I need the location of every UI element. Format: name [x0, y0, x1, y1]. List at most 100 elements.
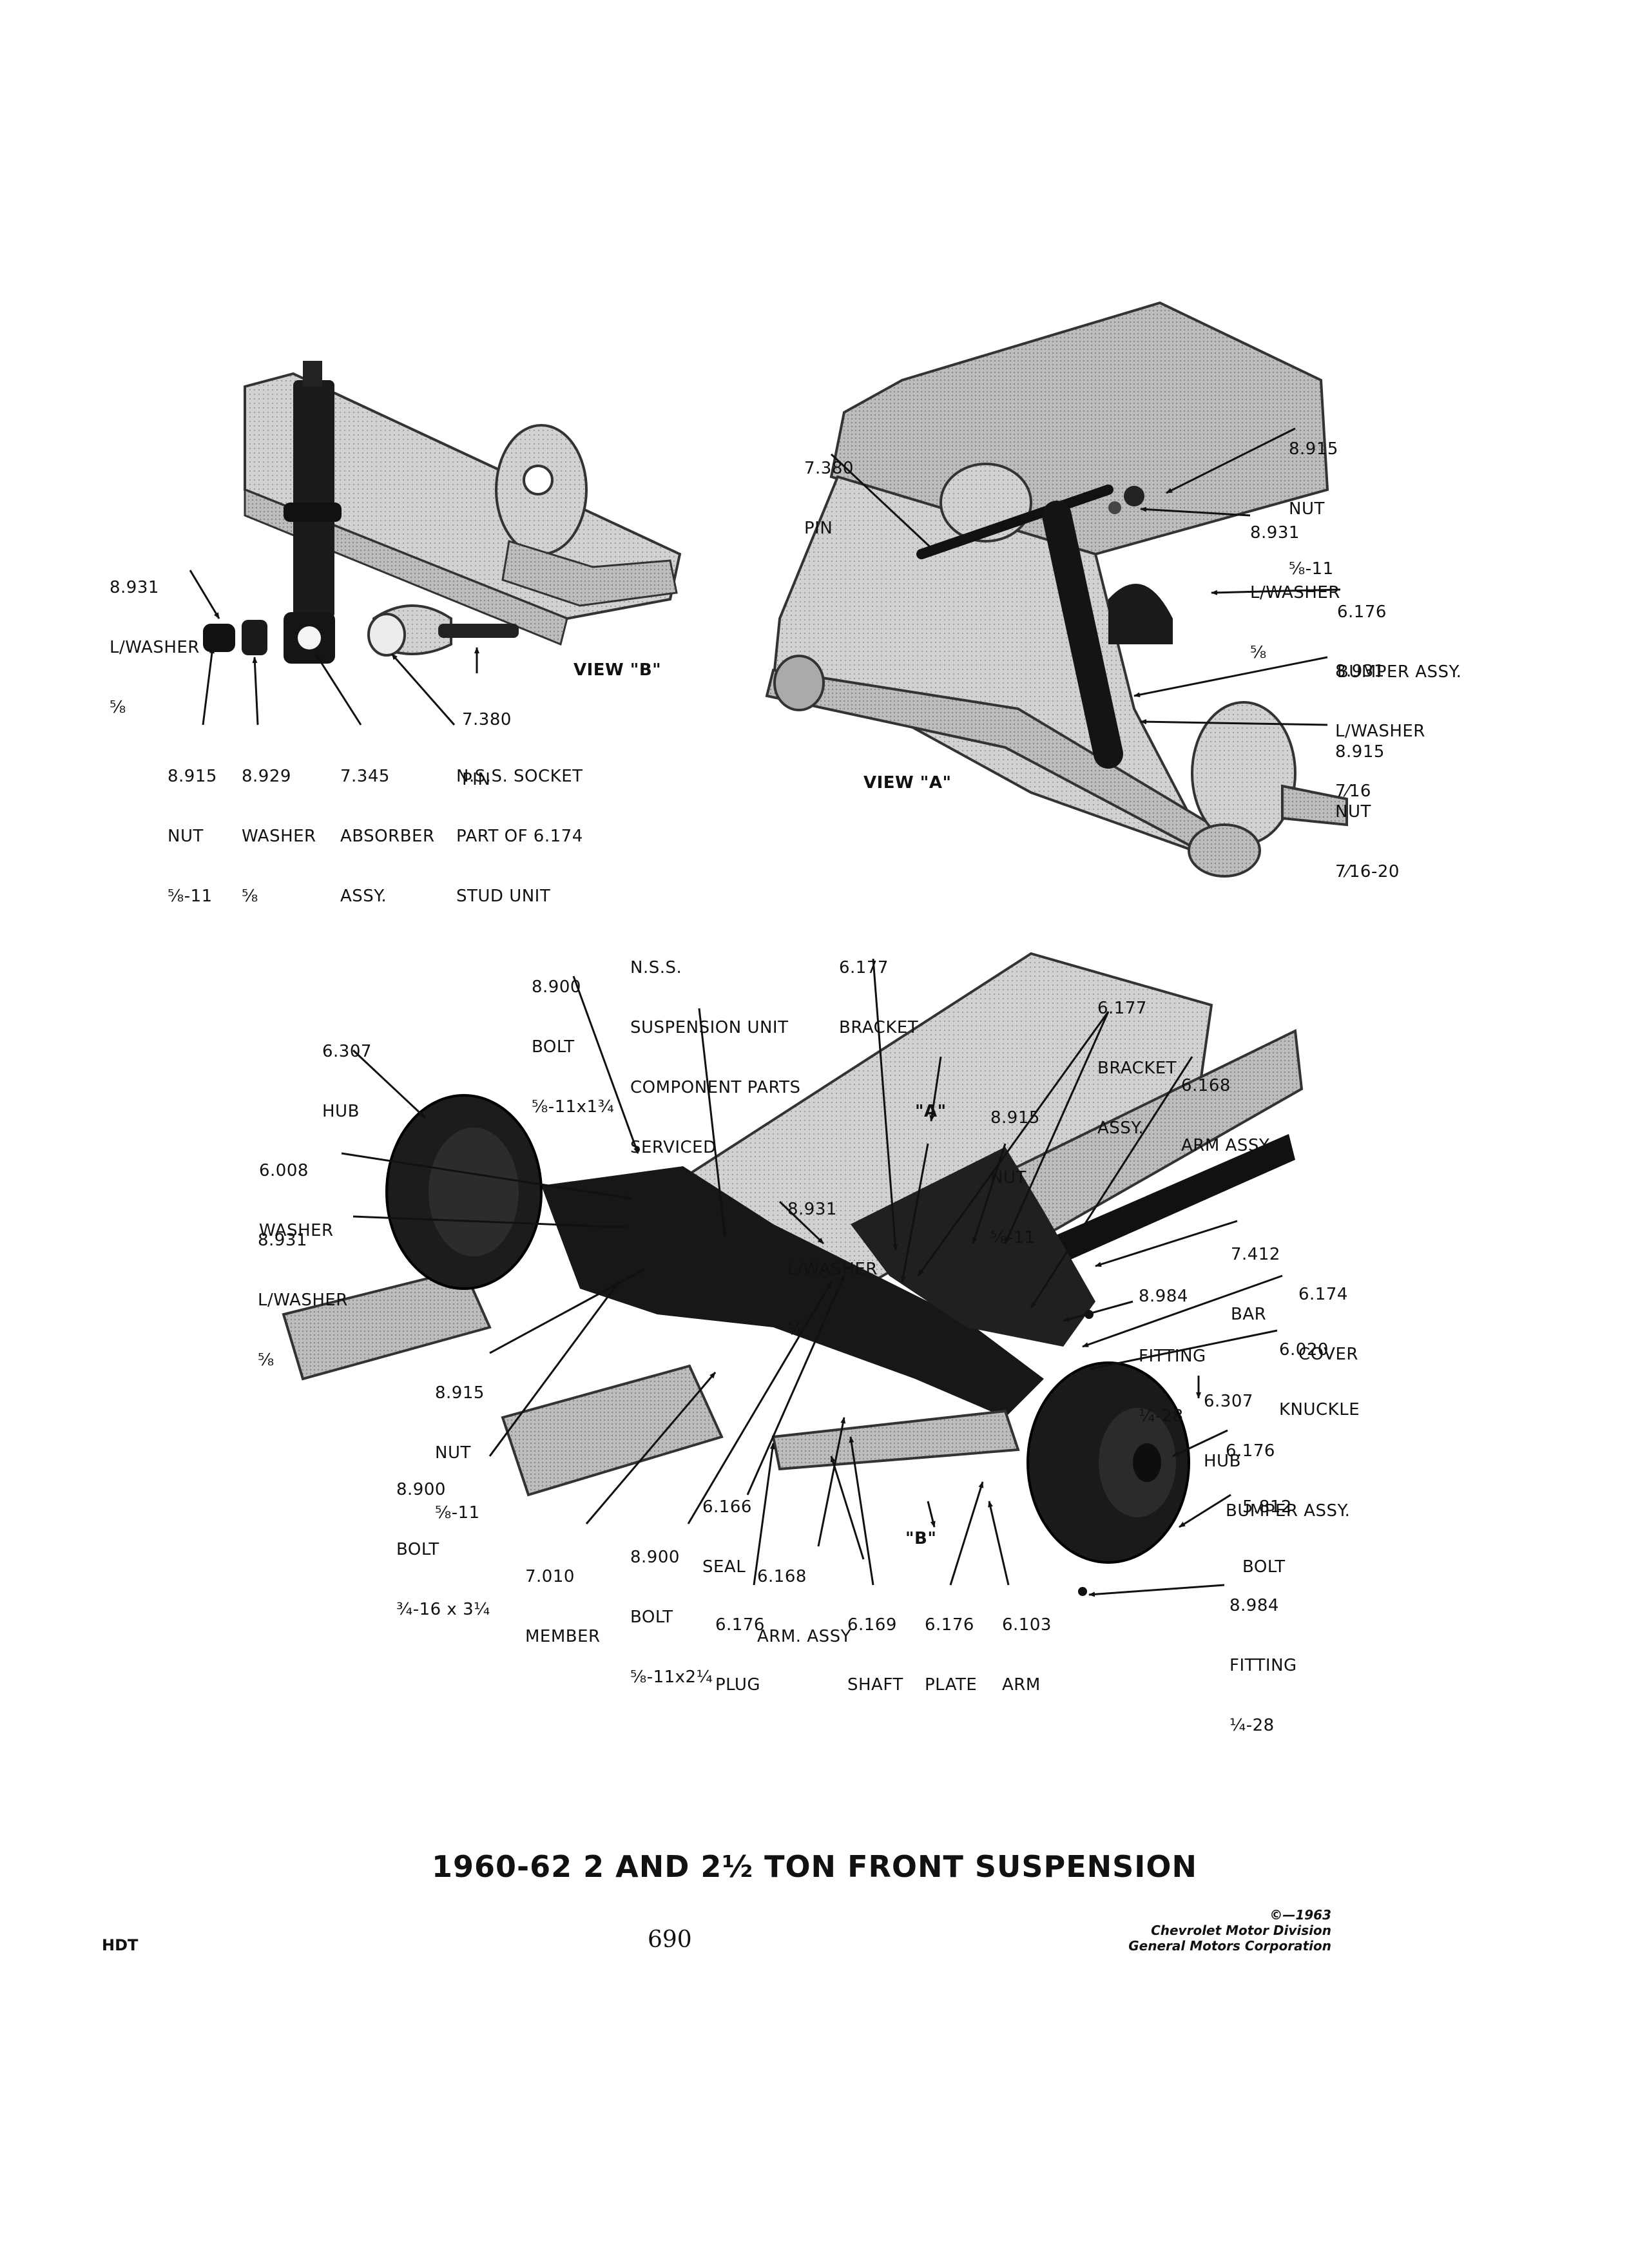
- label-6-177-bracket-assy: 6.177 BRACKET ASSY.: [1097, 959, 1177, 1178]
- part-name: PART OF 6.174: [456, 827, 583, 846]
- part-name: ARM: [1002, 1675, 1041, 1695]
- leader-lines: [189, 427, 1341, 1597]
- part-name: PLUG: [715, 1675, 761, 1695]
- part-name: COVER: [1298, 1345, 1358, 1364]
- label-8-929-washer: 8.929 WASHER ⅝: [242, 727, 316, 947]
- part-name-cont: ASSY.: [1097, 1119, 1144, 1138]
- label-8-984-fitting-top: 8.984 FITTING ¼-28: [1139, 1247, 1206, 1466]
- part-number: 6.177: [839, 958, 889, 977]
- part-size: ⅝: [1250, 643, 1267, 662]
- part-number: 6.168: [1181, 1076, 1231, 1095]
- part-number: 8.984: [1229, 1596, 1279, 1615]
- marker-a: "A": [915, 1102, 947, 1121]
- label-8-984-fitting-bottom: 8.984 FITTING ¼-28: [1229, 1556, 1297, 1776]
- marker-b: "B": [905, 1529, 937, 1548]
- label-6-166-seal: 6.166 SEAL: [702, 1457, 752, 1617]
- label-8-931-lwasher-view-b: 8.931 L/WASHER ⅝: [110, 538, 200, 758]
- part-name-cont: STUD UNIT: [456, 887, 551, 906]
- part-number: N.S.S. SOCKET: [456, 767, 583, 786]
- part-size: ⅝-11: [435, 1503, 480, 1523]
- part-number: 7.380: [462, 710, 512, 729]
- part-name: L/WASHER: [110, 638, 200, 657]
- part-name: SUSPENSION UNIT: [630, 1018, 789, 1037]
- copyright-corporation: General Motors Corporation: [1128, 1938, 1331, 1954]
- part-name: BOLT: [396, 1540, 439, 1559]
- part-name: L/WASHER: [787, 1260, 878, 1279]
- part-name-cont: ASSY.: [340, 887, 387, 906]
- part-name: L/WASHER: [1250, 583, 1340, 602]
- part-name: SHAFT: [847, 1675, 903, 1695]
- copyright-year: ©—1963: [1269, 1907, 1331, 1923]
- part-name: ARM ASSY: [1181, 1136, 1270, 1155]
- part-number: 8.915: [1289, 439, 1338, 459]
- part-size: ⅝-11x1¾: [532, 1097, 615, 1117]
- view-a-caption: VIEW "A": [863, 773, 952, 793]
- label-6-008-washer: 6.008 WASHER: [259, 1121, 334, 1281]
- part-name: MEMBER: [525, 1627, 601, 1646]
- part-size: ⅝-11x2¼: [630, 1667, 713, 1687]
- part-name: L/WASHER: [1335, 722, 1425, 741]
- label-6-307-hub-left: 6.307 HUB: [322, 1002, 372, 1162]
- part-number: 8.931: [258, 1231, 307, 1250]
- part-name: PIN: [462, 770, 491, 789]
- part-number: 6.174: [1298, 1285, 1348, 1304]
- part-number: 7.412: [1231, 1245, 1280, 1264]
- part-name: ABSORBER: [340, 827, 435, 846]
- part-name: BOLT: [630, 1608, 673, 1627]
- label-nss-socket: N.S.S. SOCKET PART OF 6.174 STUD UNIT: [456, 727, 583, 947]
- label-8-931-lwasher-view-a: 8.931 L/WASHER ⅝: [1250, 483, 1340, 703]
- part-number: 8.900: [532, 977, 581, 997]
- label-8-931-lwasher-mid: 8.931 L/WASHER ⅝: [787, 1160, 878, 1379]
- part-size: 7⁄16: [1335, 782, 1371, 801]
- part-name: NUT: [1335, 802, 1371, 822]
- part-name: PLATE: [925, 1675, 978, 1695]
- part-name: ARM. ASSY: [757, 1627, 851, 1646]
- label-8-900-bolt-left: 8.900 BOLT ¾-16 x 3¼: [396, 1440, 490, 1660]
- label-8-931-lwasher-7-16: 8.931 L/WASHER 7⁄16: [1335, 622, 1425, 841]
- label-6-169-shaft: 6.169 SHAFT: [847, 1575, 903, 1735]
- part-size: ⅝: [258, 1350, 275, 1370]
- part-name-cont: COMPONENT PARTS: [630, 1078, 801, 1097]
- label-6-176-bumper-main: 6.176 BUMPER ASSY.: [1226, 1401, 1350, 1561]
- label-8-900-bolt-bottom: 8.900 BOLT ⅝-11x2¼: [630, 1508, 713, 1727]
- part-number: 8.900: [630, 1548, 680, 1567]
- part-name: WASHER: [242, 827, 316, 846]
- part-number: 6.177: [1097, 999, 1147, 1018]
- label-8-915-nut-left: 8.915 NUT ⅝-11: [435, 1343, 485, 1563]
- part-number: 8.900: [396, 1480, 446, 1499]
- part-number: 8.931: [787, 1200, 837, 1219]
- part-name: BOLT: [532, 1037, 575, 1057]
- part-number: 7.380: [804, 459, 854, 478]
- label-6-176-bumper-view-a: 6.176 BUMPER ASSY.: [1337, 562, 1461, 722]
- label-8-915-nut-7-16: 8.915 NUT 7⁄16-20: [1335, 702, 1400, 922]
- view-b-caption: VIEW "B": [574, 660, 662, 680]
- copyright-division: Chevrolet Motor Division: [1151, 1923, 1331, 1938]
- part-number: 8.915: [990, 1108, 1040, 1128]
- label-6-177-bracket: 6.177 BRACKET: [839, 918, 918, 1078]
- label-7-412-bar: 7.412 BAR: [1231, 1205, 1280, 1365]
- label-7-010-member: 7.010 MEMBER: [525, 1527, 601, 1687]
- label-6-176-plate: 6.176 PLATE: [925, 1575, 977, 1735]
- part-name: L/WASHER: [258, 1291, 348, 1310]
- part-name: FITTING: [1139, 1347, 1206, 1366]
- part-number: 6.176: [715, 1615, 765, 1635]
- label-6-174-cover: 6.174 COVER: [1298, 1245, 1358, 1405]
- label-7-380-pin-view-a: 7.380 PIN: [804, 419, 854, 579]
- label-6-168-arm-assy-top: 6.168 ARM ASSY: [1181, 1036, 1269, 1196]
- part-number: 6.307: [322, 1042, 372, 1061]
- part-size: ¼-28: [1139, 1407, 1184, 1426]
- part-name: BRACKET: [1097, 1059, 1177, 1078]
- part-number: 8.984: [1139, 1287, 1188, 1306]
- part-name: HUB: [322, 1102, 360, 1121]
- label-8-900-bolt-top: 8.900 BOLT ⅝-11x1¾: [532, 937, 614, 1157]
- part-name: NUT: [168, 827, 204, 846]
- label-6-103-arm: 6.103 ARM: [1002, 1575, 1052, 1735]
- label-6-168-arm-assy-bottom: 6.168 ARM. ASSY: [757, 1527, 851, 1687]
- view-b-illustration: [203, 361, 682, 664]
- part-number: 8.915: [168, 767, 217, 786]
- part-number: 5.812: [1242, 1497, 1292, 1517]
- part-size: ⅝-11: [990, 1228, 1036, 1247]
- part-number: 6.176: [1226, 1441, 1275, 1461]
